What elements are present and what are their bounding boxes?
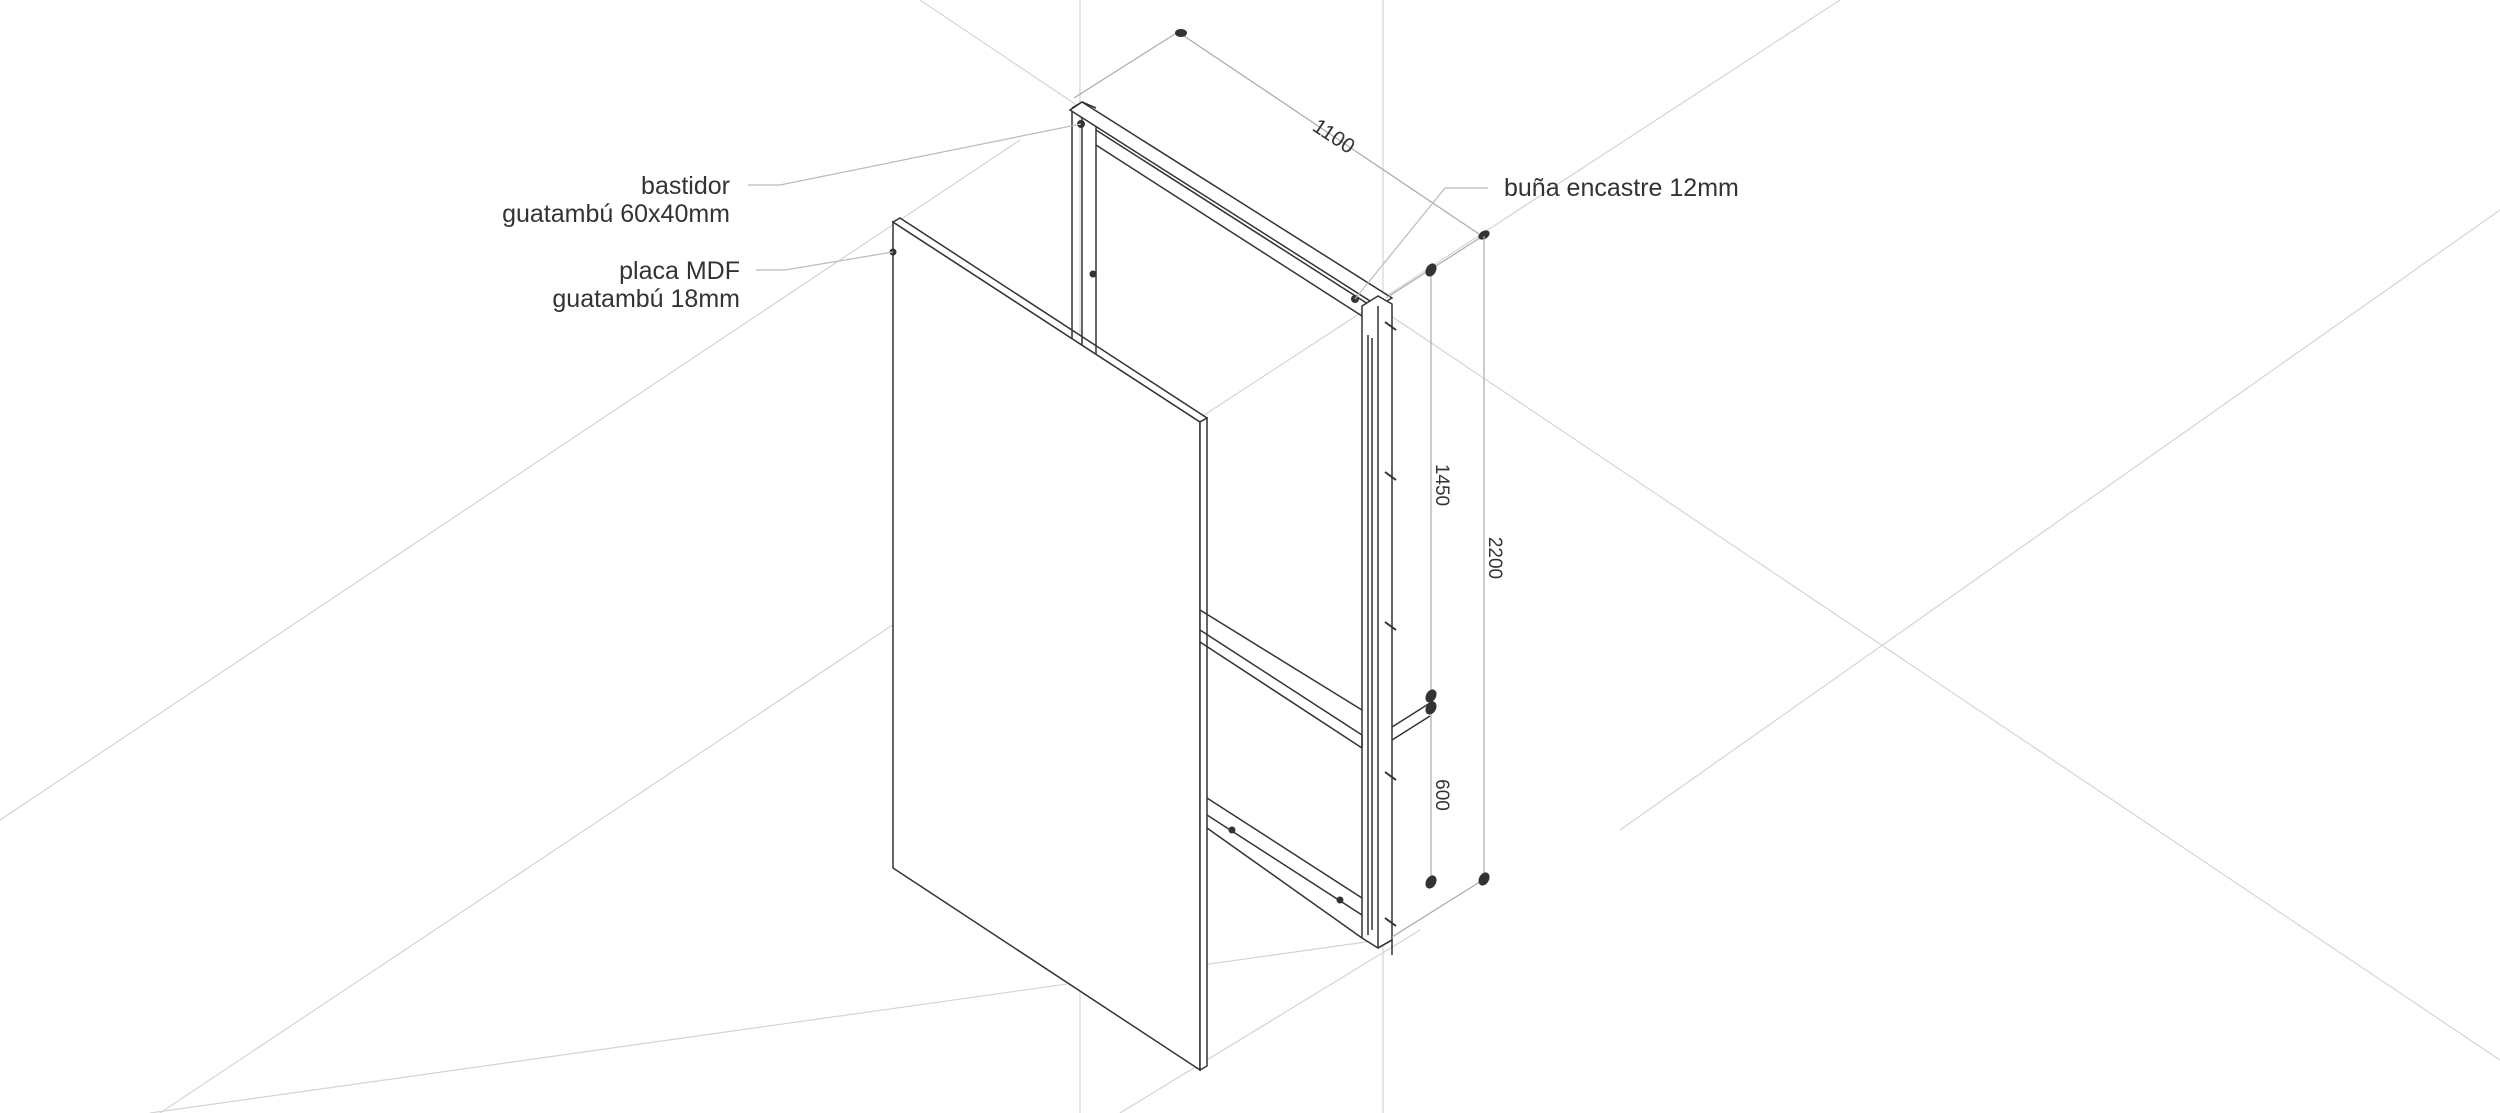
dimension-height-total-label: 2200 <box>1484 537 1505 579</box>
dimension-heights-inner: 1450 600 <box>1425 263 1452 889</box>
annotation-buna: buña encastre 12mm <box>1504 174 1739 202</box>
annotation-bastidor-line1: bastidor <box>641 172 730 200</box>
annotation-bastidor: bastidor guatambú 60x40mm <box>400 172 730 228</box>
dimension-tick <box>1425 875 1437 889</box>
annotation-buna-text: buña encastre 12mm <box>1504 174 1739 202</box>
dimension-height-total: 2200 <box>1391 236 1505 938</box>
annotation-bastidor-line2: guatambú 60x40mm <box>502 200 730 228</box>
dimension-height-lower-label: 600 <box>1431 779 1452 811</box>
dimension-tick <box>1425 689 1437 703</box>
mdf-board <box>891 217 1209 1072</box>
annotation-placa: placa MDF guatambú 18mm <box>410 257 740 313</box>
frame <box>1068 101 1431 955</box>
annotation-placa-line2: guatambú 18mm <box>552 285 740 313</box>
leader-lines <box>748 123 1488 300</box>
dimension-width: 1100 <box>1073 29 1490 299</box>
dimension-height-upper-label: 1450 <box>1431 464 1452 506</box>
dimension-tick <box>1175 29 1187 37</box>
dimension-tick <box>1478 230 1490 240</box>
annotation-placa-line1: placa MDF <box>619 257 740 285</box>
dimension-tick <box>1478 872 1490 886</box>
dimension-tick <box>1425 263 1437 277</box>
dimension-tick <box>1425 701 1437 715</box>
dimension-width-label: 1100 <box>1308 115 1358 159</box>
